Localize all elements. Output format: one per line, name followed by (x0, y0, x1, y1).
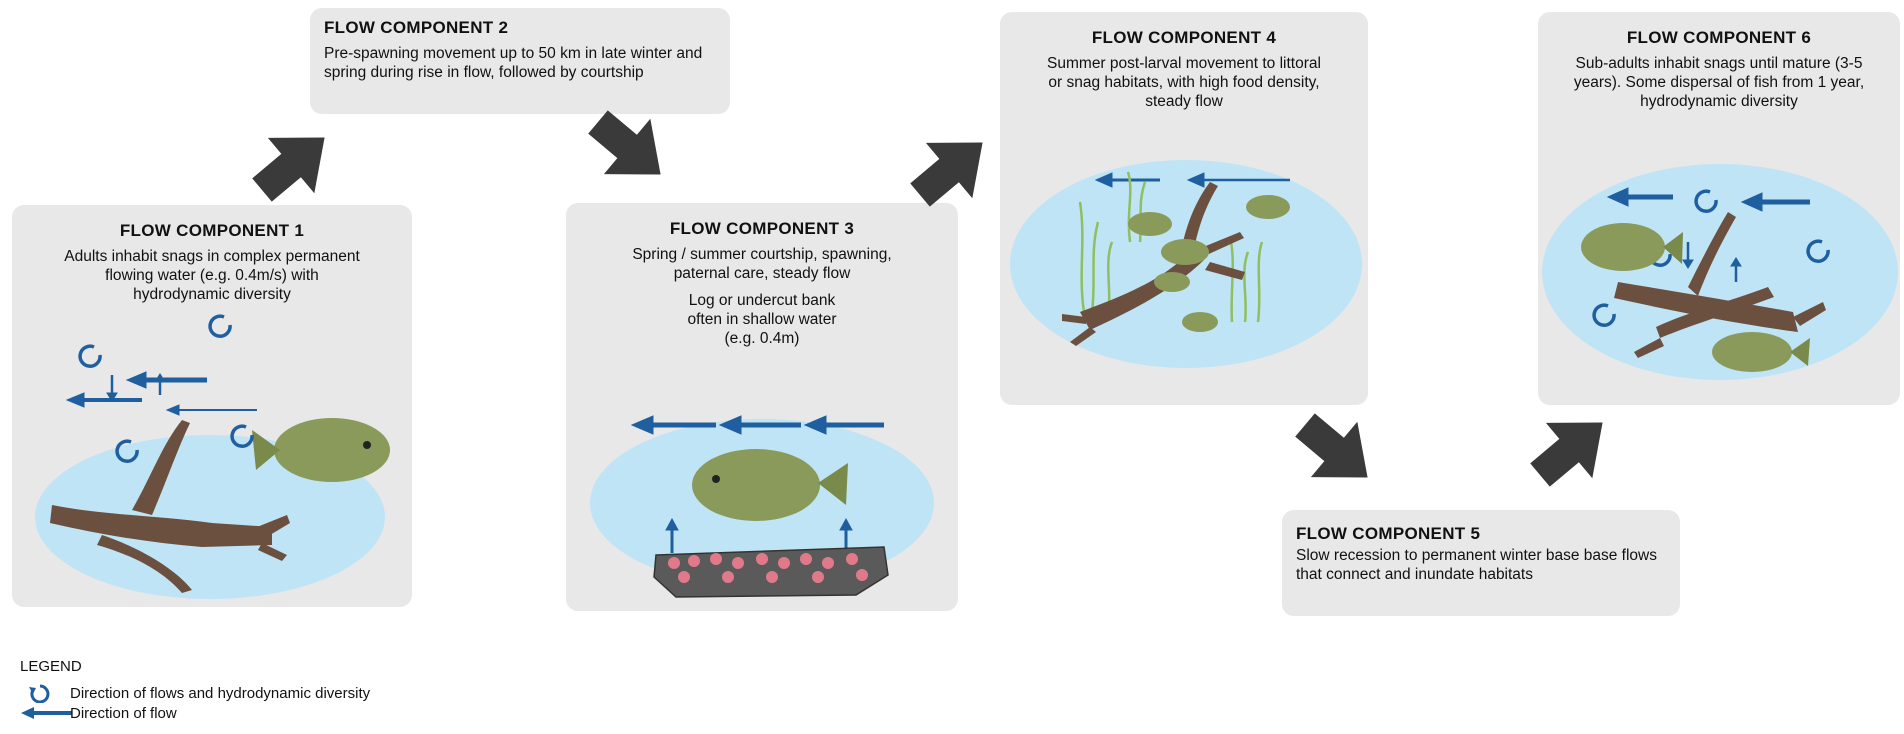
vertical-arrows (106, 373, 166, 402)
flow-component-1-title: FLOW COMPONENT 1 (119, 221, 305, 240)
flow-component-1-card: FLOW COMPONENT 1 Adults inhabit snags in… (12, 205, 412, 607)
snag-log (1614, 212, 1826, 358)
flow-arrows (1606, 187, 1810, 212)
flow-component-1-illustration (35, 314, 390, 599)
flow-component-5-title: FLOW COMPONENT 5 (1296, 524, 1481, 543)
flow-component-6-illustration (1542, 164, 1898, 380)
flow-component-4-card: FLOW COMPONENT 4 Summer post-larval move… (1000, 12, 1368, 405)
legend-label-flow-direction: Direction of flow (70, 704, 177, 722)
legend: LEGEND Direction of flows and hydrodynam… (20, 658, 370, 723)
circular-flow-icon (29, 684, 50, 703)
snag-log (50, 420, 290, 593)
flow-component-6-description: Sub-adults inhabit snags until mature (3… (1573, 55, 1865, 110)
flow-component-6-title: FLOW COMPONENT 6 (1626, 28, 1812, 47)
snag-log (1062, 182, 1245, 346)
flow-component-3-illustration (590, 415, 934, 598)
flow-component-1-description: Adults inhabit snags in complex permanen… (64, 248, 360, 303)
flow-component-5-card: FLOW COMPONENT 5 Slow recession to perma… (1282, 510, 1680, 616)
flow-component-5-description: Slow recession to permanent winter base … (1296, 547, 1657, 583)
legend-title: LEGEND (20, 658, 82, 675)
vertical-arrows (1682, 242, 1742, 282)
sub-adult-fish (1581, 223, 1810, 372)
flow-arrow-icon (21, 707, 72, 719)
flow-component-4-title: FLOW COMPONENT 4 (1091, 28, 1277, 47)
flow-component-4-illustration (1010, 160, 1362, 368)
cod-fish (252, 418, 390, 482)
flow-arrows (65, 371, 257, 416)
flow-component-2-description: Pre-spawning movement up to 50 km in lat… (324, 45, 703, 81)
cod-fish (692, 449, 848, 521)
flow-arrows (1094, 172, 1290, 188)
water-body (1542, 164, 1898, 380)
flow-arrows (630, 415, 884, 435)
legend-item-flow-direction: Direction of flow (20, 703, 370, 723)
flow-component-2-title: FLOW COMPONENT 2 (324, 18, 509, 37)
water-body (35, 435, 385, 599)
flow-component-6-card: FLOW COMPONENT 6 Sub-adults inhabit snag… (1538, 12, 1900, 405)
juvenile-fish (1128, 195, 1290, 332)
circular-flow-icons (78, 314, 254, 463)
flow-component-3-habitat-note: Log or undercut bank often in shallow wa… (687, 292, 837, 347)
flow-component-4-description: Summer post-larval movement to littoral … (1047, 55, 1321, 110)
flow-component-3-card: FLOW COMPONENT 3 Spring / summer courtsh… (566, 203, 958, 611)
legend-item-circular-flow: Direction of flows and hydrodynamic dive… (20, 683, 370, 703)
circular-flow-icons (1592, 189, 1830, 327)
legend-label-circular-flow: Direction of flows and hydrodynamic dive… (70, 684, 371, 702)
spawning-rock-with-eggs (653, 546, 889, 598)
flow-component-2-card: FLOW COMPONENT 2 Pre-spawning movement u… (310, 8, 730, 114)
flow-component-3-title: FLOW COMPONENT 3 (669, 219, 855, 238)
flow-component-3-description: Spring / summer courtship, spawning, pat… (632, 246, 892, 282)
